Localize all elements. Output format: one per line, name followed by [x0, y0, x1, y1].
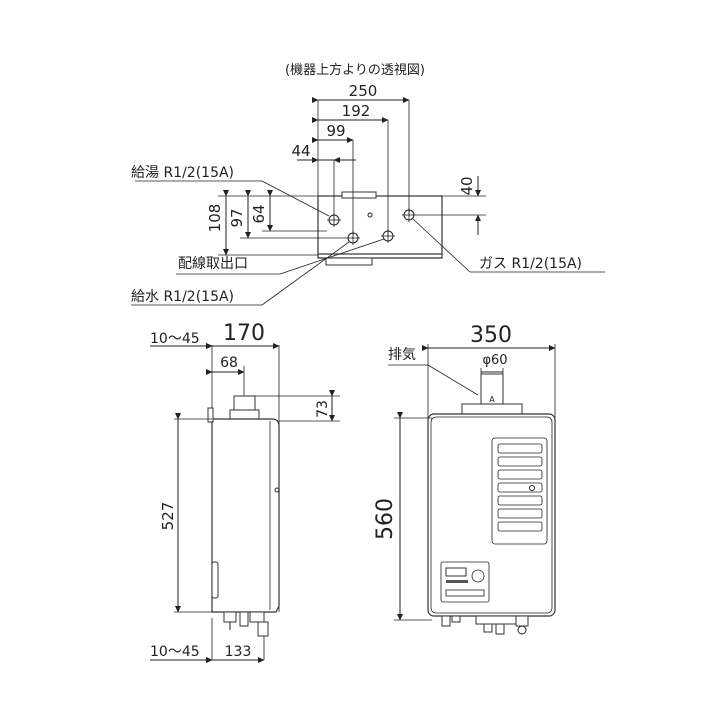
front-bottom-fittings: [441, 615, 529, 635]
control-display: [445, 567, 467, 577]
dim-99: 99: [326, 122, 345, 140]
side-body-outline: [211, 418, 280, 613]
label-exhaust: 排気: [388, 347, 416, 363]
control-panel: [440, 561, 490, 603]
dim-top-clearance: 10～45: [150, 331, 200, 347]
gas-connection: [402, 208, 416, 222]
side-flue-collar: [229, 409, 260, 420]
top-view-caption: (機器上方よりの透視図): [285, 62, 425, 78]
side-view: 10～45 170 68 73 527: [150, 321, 340, 663]
dim-68: 68: [220, 355, 238, 371]
control-indicator: [446, 580, 468, 583]
side-wall-bracket-bottom: [211, 561, 219, 599]
dim-bottom-clearance: 10～45: [150, 644, 200, 660]
label-wiring-outlet: 配線取出口: [178, 256, 248, 272]
dim-192: 192: [342, 102, 371, 120]
front-flue-adapter: [461, 403, 523, 415]
label-hot-water: 給湯 R1/2(15A): [131, 164, 234, 181]
flue-marking: A: [489, 395, 495, 404]
unit-top-lower-edge: [317, 254, 443, 259]
flue-collar-top: [341, 191, 377, 199]
unit-top-outline: [317, 195, 443, 255]
label-gas: ガス R1/2(15A): [479, 256, 582, 272]
dim-64: 64: [250, 204, 268, 223]
hot-water-connection: [327, 213, 341, 227]
side-bottom-fittings: [223, 611, 269, 637]
top-view: (機器上方よりの透視図) 250 192 99 44: [131, 62, 605, 306]
dim-44: 44: [291, 142, 310, 160]
dim-height-560: 560: [373, 498, 398, 540]
front-panel-inner: [430, 416, 553, 614]
dim-width-350: 350: [470, 323, 512, 348]
dim-73: 73: [315, 400, 331, 418]
dim-108: 108: [206, 204, 224, 233]
control-buttons: [445, 589, 485, 597]
louver-slats: [497, 443, 543, 532]
control-knob-icon: [471, 569, 485, 583]
dim-depth: 170: [223, 321, 265, 346]
dim-133: 133: [225, 644, 252, 660]
center-mark: [367, 212, 373, 218]
wiring-hole: [381, 229, 395, 243]
louver-screw: [529, 485, 535, 491]
front-view: 350 φ60 A 排気 560: [373, 323, 556, 635]
dim-height-527: 527: [159, 502, 177, 531]
dim-97: 97: [228, 208, 246, 227]
dim-250: 250: [349, 82, 378, 100]
side-wall-bracket-top: [207, 407, 214, 423]
label-cold-water: 給水 R1/2(15A): [131, 289, 234, 305]
louver-panel: [491, 437, 548, 545]
wiring-outlet-box: [325, 257, 373, 266]
water-connection: [346, 231, 360, 245]
dim-40: 40: [458, 176, 476, 195]
dim-flue-diameter: φ60: [482, 353, 507, 368]
